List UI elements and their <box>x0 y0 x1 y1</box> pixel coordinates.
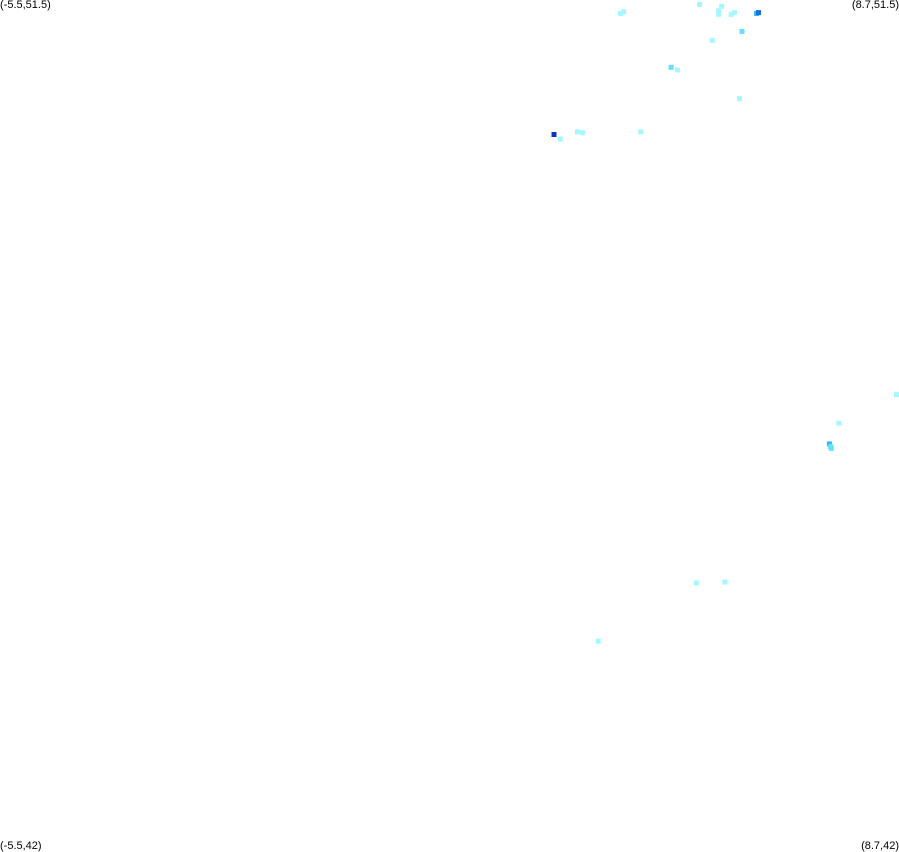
data-point <box>731 10 737 16</box>
data-point <box>580 130 585 136</box>
data-point <box>621 9 627 15</box>
data-point <box>739 28 745 34</box>
data-point <box>716 11 722 17</box>
data-point <box>828 445 834 451</box>
data-points-layer <box>551 2 899 644</box>
data-point <box>697 2 703 7</box>
data-point <box>894 392 899 398</box>
data-point <box>617 11 623 16</box>
data-point <box>674 67 680 73</box>
corner-label-bottom-right: (8.7,42) <box>861 840 899 852</box>
data-point <box>557 136 563 142</box>
data-point <box>638 129 644 135</box>
data-point <box>716 8 722 14</box>
data-point <box>709 37 715 43</box>
data-point <box>722 579 728 585</box>
corner-label-top-right: (8.7,51.5) <box>851 0 899 11</box>
data-point <box>719 3 725 9</box>
data-point <box>574 129 580 135</box>
data-point <box>551 132 557 137</box>
corner-label-top-left: (-5.5,51.5) <box>0 0 51 11</box>
data-point <box>693 580 699 586</box>
data-point <box>728 11 734 17</box>
data-point <box>595 638 601 644</box>
data-point <box>756 10 761 16</box>
data-point <box>737 96 742 102</box>
data-point <box>826 441 832 447</box>
data-point <box>836 420 842 426</box>
corner-label-bottom-left: (-5.5,42) <box>0 840 42 852</box>
data-point <box>668 64 674 70</box>
